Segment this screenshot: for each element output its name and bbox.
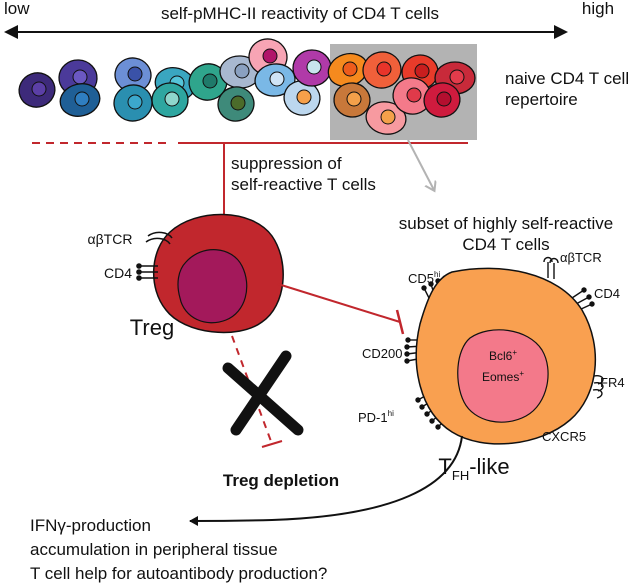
selection-arrow: [407, 139, 434, 190]
subset-label-line1: subset of highly self-reactive: [399, 214, 614, 233]
tfh-nucleus-bcl6: Bcl6+: [489, 348, 517, 363]
naive-cell-nucleus: [72, 69, 88, 85]
tfh-tcr-label: αβTCR: [560, 250, 602, 265]
naive-cell-nucleus: [376, 61, 392, 77]
outcome-autoantibody-help: T cell help for autoantibody production?: [30, 564, 327, 583]
treg-cell: [153, 213, 284, 334]
naive-cell-nucleus: [230, 95, 246, 111]
naive-cell-nucleus: [127, 94, 143, 110]
cxcr5-label: CXCR5: [542, 429, 586, 444]
cd200-receptor-head: [404, 351, 410, 357]
cd200-receptor-head: [404, 358, 410, 364]
naive-cell-nucleus: [262, 48, 278, 64]
naive-cell-nucleus: [202, 73, 218, 89]
suppression-label-line2: self-reactive T cells: [231, 175, 376, 194]
naive-cell-nucleus: [380, 109, 396, 125]
axis-low-label: low: [4, 0, 30, 18]
pd1-receptor-head: [435, 424, 441, 430]
outcome-arrow: [189, 435, 463, 526]
naive-cell-nucleus: [436, 91, 452, 107]
tfh-like-label: TFH-like: [438, 454, 509, 483]
fr4-label: FR4: [600, 375, 625, 390]
pd1-receptor-head: [424, 411, 430, 417]
treg-cd4-label: CD4: [104, 265, 132, 281]
treg-cd4-receptor: [136, 263, 158, 281]
treg-tcr-label: αβTCR: [88, 231, 133, 247]
cd200-receptor-head: [404, 344, 410, 350]
cd200-receptor-head: [405, 337, 411, 343]
treg-label: Treg: [130, 315, 174, 340]
tfh-nucleus-eomes: Eomes+: [482, 369, 524, 384]
treg-inhibition-line: [277, 283, 405, 335]
cd200-label: CD200: [362, 346, 402, 361]
outcome-accumulation: accumulation in peripheral tissue: [30, 540, 278, 559]
naive-cell-nucleus: [346, 91, 362, 107]
naive-cell-nucleus: [269, 71, 285, 87]
cd5-label: CD5hi: [408, 270, 440, 286]
tfh-tcr-receptor: [543, 256, 559, 279]
treg-tcr-receptor: [145, 231, 173, 245]
repertoire-label-line1: naive CD4 T cell: [505, 69, 629, 88]
repertoire-label-line2: repertoire: [505, 90, 578, 109]
tfh-cd4-receptor-head: [586, 294, 592, 300]
naive-cell-nucleus: [31, 81, 47, 97]
naive-cell-nucleus: [342, 61, 358, 77]
axis-high-label: high: [582, 0, 614, 18]
cd5-receptor-head: [421, 285, 427, 291]
axis-title: self-pMHC-II reactivity of CD4 T cells: [161, 4, 439, 23]
pd1-receptor-head: [429, 418, 435, 424]
treg-depletion-label: Treg depletion: [223, 471, 339, 490]
naive-cell-repertoire: [18, 38, 476, 135]
naive-cell-nucleus: [164, 91, 180, 107]
naive-cell-nucleus: [127, 66, 143, 82]
pd1-receptor-head: [419, 404, 425, 410]
pd1-receptor-head: [415, 397, 421, 403]
naive-cell-nucleus: [306, 59, 322, 75]
tfh-cd4-label: CD4: [594, 286, 620, 301]
suppression-label-line1: suppression of: [231, 154, 342, 173]
naive-cell-nucleus: [449, 69, 465, 85]
naive-cell-nucleus: [406, 87, 422, 103]
fr4-receptor: [592, 374, 604, 399]
naive-cell-nucleus: [74, 91, 90, 107]
depletion-cross-icon: [222, 350, 304, 436]
pd1-label: PD-1hi: [358, 409, 394, 425]
outcome-ifng: IFNγ-production: [30, 516, 151, 535]
naive-cell-nucleus: [296, 89, 312, 105]
suppression-line: [32, 142, 468, 214]
subset-label-line2: CD4 T cells: [462, 235, 549, 254]
naive-cell-nucleus: [414, 63, 430, 79]
tfh-cd4-receptor-head: [589, 301, 595, 307]
tfh-cd4-receptor-head: [581, 287, 587, 293]
cd5-receptor-head: [428, 281, 434, 287]
reactivity-axis: low high self-pMHC-II reactivity of CD4 …: [4, 0, 614, 39]
tfh-like-cell: [415, 267, 597, 445]
naive-cell-nucleus: [234, 63, 250, 79]
